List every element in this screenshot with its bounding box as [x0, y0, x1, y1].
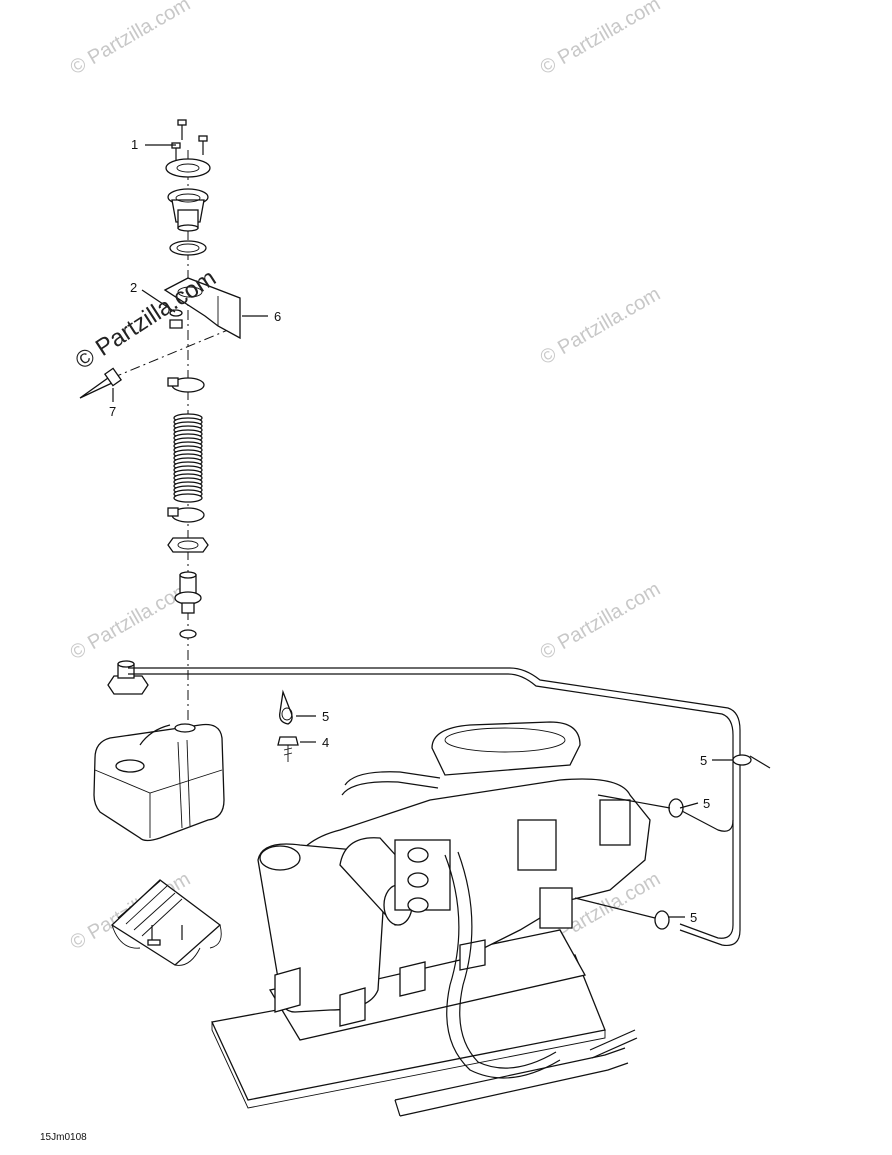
leader-lines — [112, 144, 733, 919]
watermark: © Partzilla.com — [537, 578, 665, 664]
hose-clip-part — [732, 754, 771, 769]
watermark: © Partzilla.com — [537, 283, 665, 369]
oil-line-part — [128, 667, 741, 947]
callout-6: 6 — [274, 309, 281, 324]
gasket-part — [169, 240, 207, 256]
callout-1: 1 — [131, 137, 138, 152]
callout-5: 5 — [690, 910, 697, 925]
rivet-axis — [111, 324, 241, 379]
diagram-code: 15Jm0108 — [40, 1132, 87, 1143]
hose-clip-part — [654, 910, 670, 930]
filler-tube-part — [174, 571, 202, 614]
watermark: © Partzilla.com — [67, 0, 195, 79]
oil-tank-part — [93, 723, 225, 842]
callout-labels: 1 2 6 7 5 4 5 5 5 — [109, 137, 710, 925]
callout-7: 7 — [109, 404, 116, 419]
engine-assembly — [211, 721, 651, 1117]
hose-rib — [173, 493, 203, 503]
watermark: © Partzilla.com — [537, 0, 665, 79]
lock-nut-part — [167, 537, 209, 553]
corrugated-hose-part — [173, 413, 203, 503]
hose-clamp-part — [167, 507, 205, 523]
flange-plate-part — [165, 158, 211, 178]
washer-nut-part — [169, 309, 183, 329]
callout-5: 5 — [700, 753, 707, 768]
tank-cap-part — [107, 660, 149, 695]
tank-support-part — [110, 879, 222, 966]
screw-part — [171, 119, 208, 160]
bracket-part — [163, 277, 241, 340]
callout-5: 5 — [703, 796, 710, 811]
callout-4: 4 — [322, 735, 329, 750]
watermark: © Partzilla.com — [67, 578, 195, 664]
self-tapping-screw-part — [277, 736, 299, 762]
callout-2: 2 — [130, 280, 137, 295]
callout-5: 5 — [322, 709, 329, 724]
rivet-part — [79, 367, 123, 399]
hose-clamp-part — [167, 377, 205, 393]
hose-clip-part — [279, 689, 293, 725]
watermark-prominent: © Partzilla.com — [71, 264, 221, 375]
filler-neck-part — [167, 188, 209, 232]
o-ring-part — [179, 629, 197, 639]
